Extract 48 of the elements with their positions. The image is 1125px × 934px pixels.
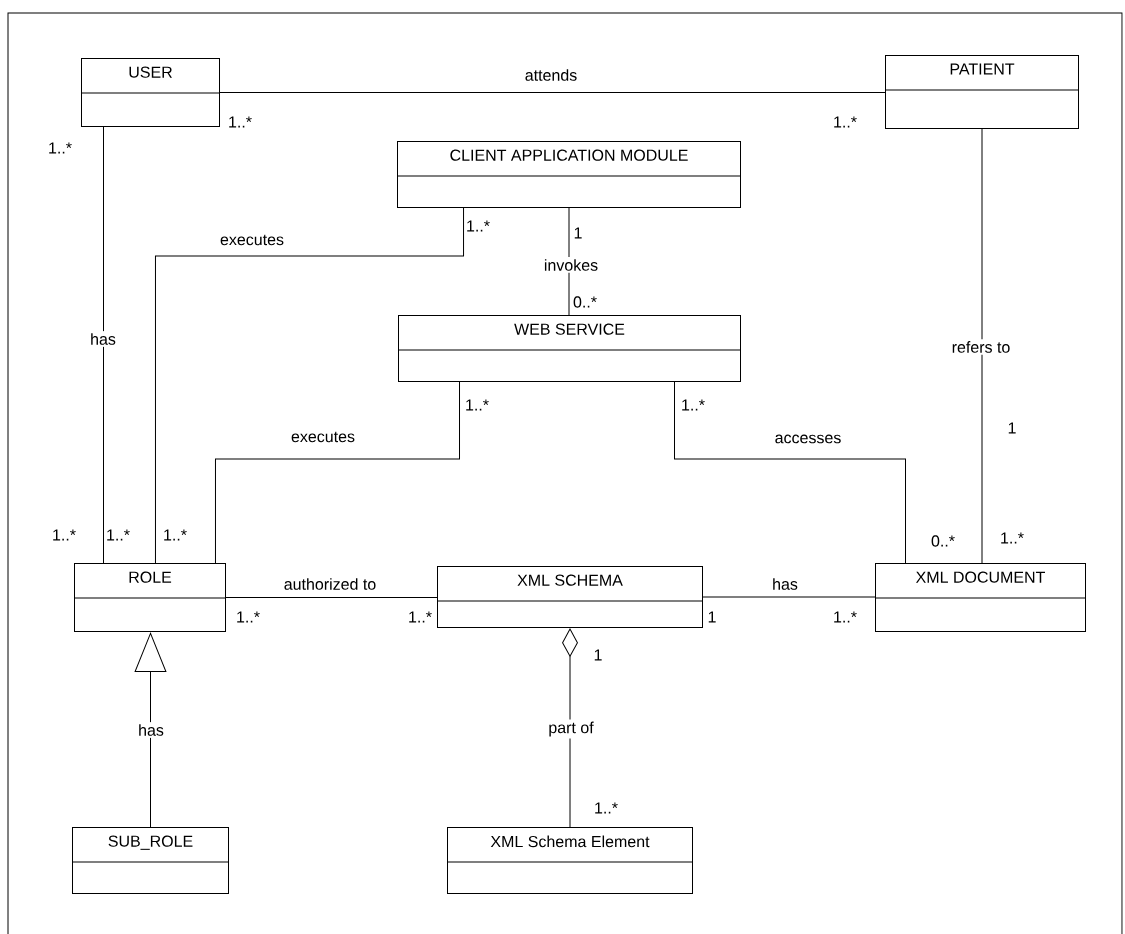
association-line: [219, 92, 886, 93]
multiplicity-label: 1: [594, 649, 602, 661]
edge-label: executes: [218, 232, 286, 248]
multiplicity-label: 1..*: [682, 399, 705, 411]
edge-label: part of: [546, 719, 596, 739]
multiplicity-label: 1..*: [237, 611, 260, 623]
class-box: ROLE: [73, 563, 226, 632]
multiplicity-label: 0..*: [573, 296, 597, 308]
association-line: [702, 596, 876, 598]
class-box: CLIENT APPLICATION MODULE: [396, 141, 741, 208]
class-box: XML Schema Element: [446, 827, 693, 894]
class-box: XML DOCUMENT: [874, 563, 1086, 632]
class-box: PATIENT: [884, 55, 1079, 129]
edge-label: has: [88, 331, 118, 347]
multiplicity-label: 1..*: [466, 399, 489, 411]
multiplicity-label: 1..*: [834, 611, 857, 623]
multiplicity-label: 1..*: [49, 142, 72, 154]
association-line: [981, 128, 983, 564]
edge-label: attends: [522, 67, 580, 83]
class-box: WEB SERVICE: [397, 315, 741, 382]
association-line: [674, 381, 906, 564]
association-line: [214, 381, 460, 564]
multiplicity-label: 1..*: [409, 611, 432, 623]
multiplicity-label: 1: [574, 227, 582, 239]
multiplicity-label: 1..*: [53, 529, 76, 541]
edge-label: executes: [289, 429, 358, 445]
edge-label: refers to: [949, 339, 1013, 355]
class-box: SUB_ROLE: [71, 827, 229, 894]
edge-label: accesses: [772, 432, 844, 446]
multiplicity-label: 1..*: [834, 116, 857, 128]
class-box: USER: [80, 58, 220, 127]
edge-label: authorized to: [281, 576, 379, 592]
association-line: [103, 126, 104, 564]
edge-label: invokes: [541, 257, 601, 273]
multiplicity-label: 1: [1008, 422, 1016, 434]
class-box: XML SCHEMA: [436, 566, 703, 628]
edge-label: has: [136, 722, 166, 738]
multiplicity-label: 1..*: [467, 220, 490, 232]
association-line: [225, 597, 438, 598]
multiplicity-label: 1..*: [107, 529, 130, 541]
edge-label: has: [770, 576, 800, 592]
multiplicity-label: 0..*: [931, 535, 955, 547]
association-line: [154, 207, 465, 564]
multiplicity-label: 1..*: [164, 529, 187, 541]
multiplicity-label: 1: [708, 611, 716, 623]
association-line: [562, 628, 578, 828]
association-line: [134, 632, 167, 828]
multiplicity-label: 1..*: [1001, 532, 1024, 544]
